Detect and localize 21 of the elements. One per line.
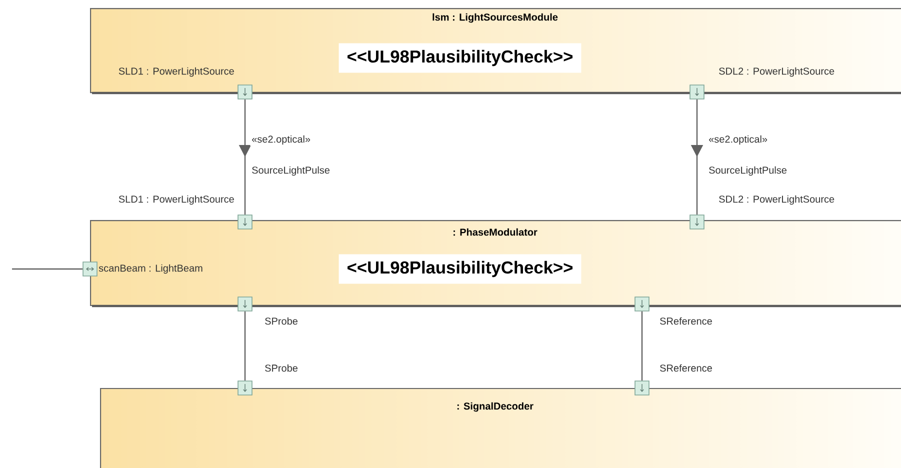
port-label: SLD1 : PowerLightSource bbox=[118, 67, 234, 77]
port-label: SProbe bbox=[265, 317, 298, 325]
stereotype-label: <<UL98PlausibilityCheck>> bbox=[338, 254, 582, 284]
connector bbox=[641, 311, 643, 381]
port-label: scanBeam : LightBeam bbox=[98, 264, 202, 274]
port-label: SDL2 : PowerLightSource bbox=[719, 195, 834, 205]
port-label: SProbe bbox=[265, 364, 298, 372]
port-label: SReference bbox=[660, 317, 712, 325]
connector bbox=[12, 268, 83, 270]
edge-label: «se2.optical» bbox=[250, 134, 312, 146]
connector-name: SourceLightPulse bbox=[250, 165, 332, 177]
edge-label: «se2.optical» bbox=[707, 134, 769, 146]
connector-name: SourceLightPulse bbox=[707, 165, 788, 177]
port-label: SReference bbox=[660, 364, 712, 372]
block-title: : SignalDecoder bbox=[457, 402, 534, 412]
connector bbox=[244, 311, 246, 381]
block-title: : PhaseModulator bbox=[454, 228, 538, 236]
stereotype-label: <<UL98PlausibilityCheck>> bbox=[338, 43, 582, 73]
port-label: SLD1 : PowerLightSource bbox=[118, 195, 234, 205]
block-title: lsm : LightSourcesModule bbox=[432, 13, 558, 23]
port-label: SDL2 : PowerLightSource bbox=[719, 67, 834, 77]
